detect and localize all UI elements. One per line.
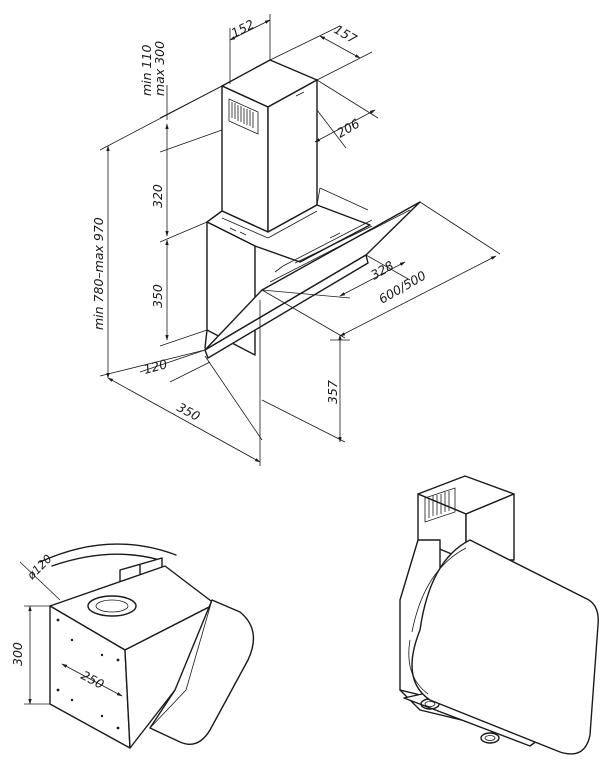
mounting-holes-icon: [56, 618, 120, 730]
dim-350-depth-label: 350: [175, 399, 203, 423]
dim-max300-label: max 300: [152, 41, 167, 96]
dim-328-label: 328: [368, 258, 396, 283]
dim-152-label: 152: [229, 16, 257, 40]
light-icon-2: [480, 732, 500, 744]
dim-lower-height: 350: [150, 239, 208, 347]
dim-duct-diameter-label: ø120: [24, 552, 55, 583]
dim-upper-height: 320: [150, 123, 223, 243]
dim-min110-label: min 110: [139, 45, 154, 96]
dim-outlet-offset: 120: [139, 349, 211, 383]
chimney-vent-icon: [424, 487, 456, 523]
bracket-view: ø120 300 250: [10, 543, 255, 749]
main-hood-view: 152 157 206 min 110 max 300 320: [91, 14, 501, 466]
dim-300-label: 300: [10, 642, 25, 666]
duct-opening-icon: [87, 595, 137, 617]
dim-157-label: 157: [332, 22, 360, 47]
dim-357-label: 357: [325, 380, 340, 404]
dim-320-label: 320: [150, 184, 165, 208]
dim-total-height: min 780–max 970: [91, 85, 223, 379]
dim-120-label: 120: [142, 356, 169, 377]
isometric-view: [399, 475, 599, 755]
dim-glass-height: 357: [261, 334, 350, 443]
upper-chimney: [221, 59, 318, 233]
dim-chimney-extension: min 110 max 300: [139, 41, 223, 120]
vent-slots-icon: [228, 98, 259, 135]
dim-total-height-label: min 780–max 970: [91, 217, 106, 330]
dim-350-vertical-label: 350: [150, 284, 165, 308]
dim-upper-depth: 206: [314, 79, 379, 149]
